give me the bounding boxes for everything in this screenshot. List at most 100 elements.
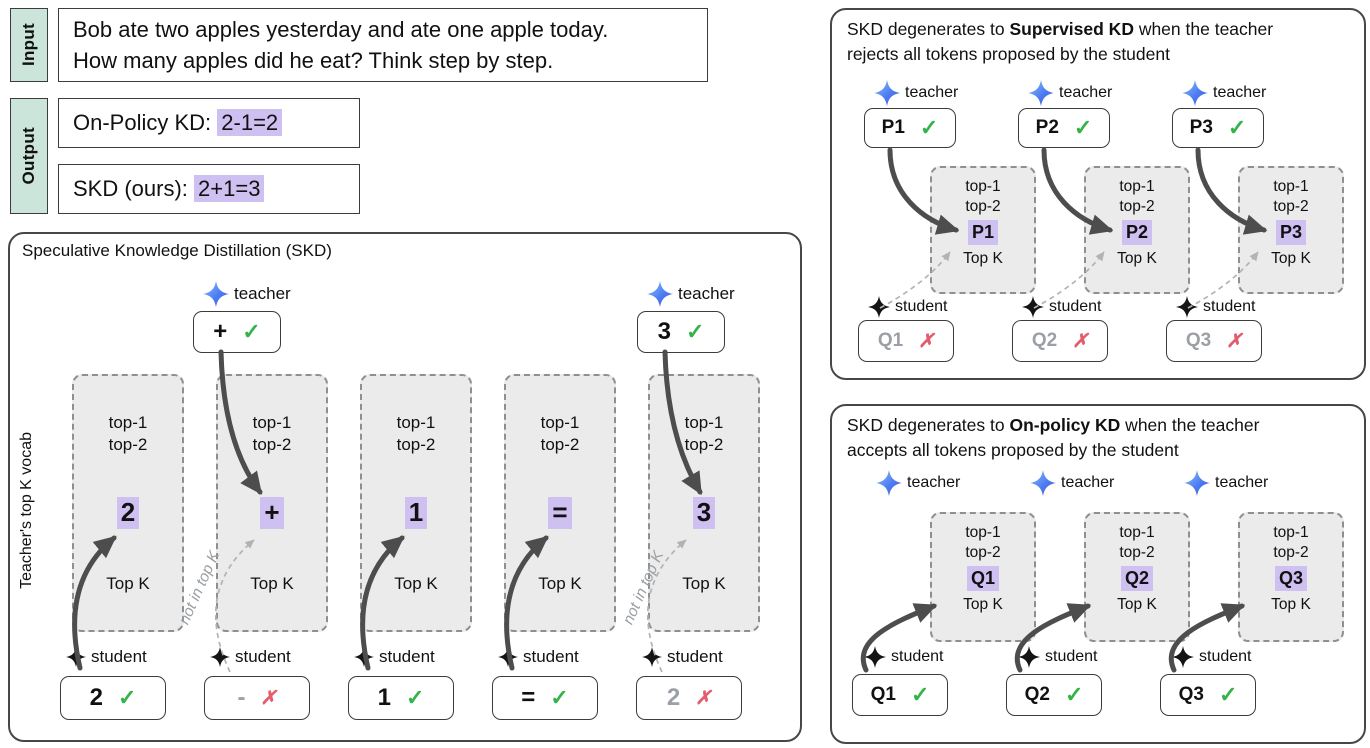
teacher-token-node-2: P2 ✓ xyxy=(1018,108,1110,148)
teacher-sparkle-icon xyxy=(1182,80,1208,106)
teacher-label: teacher xyxy=(234,284,291,303)
student-token: Q1 xyxy=(870,684,896,705)
top1-label: top-1 xyxy=(108,413,148,432)
skd-output-value: 2+1=3 xyxy=(194,175,265,202)
top2-label: top-2 xyxy=(684,435,724,455)
accept-check-icon: ✓ xyxy=(242,319,261,344)
teacher-sparkle-icon xyxy=(203,281,229,307)
title-rest: when the teacher rejects all tokens prop… xyxy=(847,19,1274,64)
side-label-wrap: Teacher's top K vocab xyxy=(14,390,40,630)
title-pre: SKD degenerates to xyxy=(847,19,1010,39)
teacher-token: P1 xyxy=(881,117,905,138)
onpolicy-kd-title: SKD degenerates to On-policy KD when the… xyxy=(847,413,1352,462)
student-token-node-1: Q1 ✗ xyxy=(858,320,954,362)
accept-check-icon: ✓ xyxy=(1218,682,1238,707)
teacher-sparkle-icon xyxy=(874,80,900,106)
title-bold: On-policy KD xyxy=(1009,415,1121,435)
teacher-label: teacher xyxy=(1215,474,1269,491)
topk-label: Top K xyxy=(538,573,582,593)
teacher-token: + xyxy=(213,318,228,345)
top1-label: top-1 xyxy=(1273,524,1309,541)
teacher-node-label: teacher xyxy=(1182,80,1266,106)
onpolicy-output-text: On-Policy KD: 2-1=2 xyxy=(73,109,283,136)
student-node-label: student xyxy=(354,647,435,667)
top1-label: top-1 xyxy=(965,178,1001,195)
selected-token: P1 xyxy=(967,220,999,245)
top2-label: top-2 xyxy=(965,544,1001,562)
selected-token: 2 xyxy=(116,496,140,529)
selected-token: 3 xyxy=(692,496,716,529)
teacher-node-label: teacher xyxy=(647,281,735,307)
student-node-label: student xyxy=(210,647,291,667)
student-label: student xyxy=(523,647,579,666)
topk-label: Top K xyxy=(963,595,1003,613)
student-sparkle-icon xyxy=(498,647,518,667)
student-label: student xyxy=(235,647,291,666)
top1-label: top-1 xyxy=(1273,178,1309,195)
student-token: - xyxy=(237,684,246,711)
reject-cross-icon: ✗ xyxy=(1072,330,1089,352)
vocab-box-3: top-1 top-2 1 Top K xyxy=(360,374,472,632)
student-node-label: student xyxy=(1172,646,1251,668)
topk-label: Top K xyxy=(1271,595,1311,613)
topk-label: Top K xyxy=(1271,249,1311,267)
teacher-node-label: teacher xyxy=(876,470,960,496)
teacher-token-node-3: P3 ✓ xyxy=(1172,108,1264,148)
student-sparkle-icon xyxy=(864,646,886,668)
teacher-node-label: teacher xyxy=(1184,470,1268,496)
selected-token: P2 xyxy=(1121,220,1153,245)
teacher-sparkle-icon xyxy=(1030,470,1056,496)
student-label: student xyxy=(91,647,147,666)
top1-label: top-1 xyxy=(965,524,1001,541)
student-token-node-2: Q2 ✓ xyxy=(1006,674,1102,716)
reject-cross-icon: ✗ xyxy=(1226,330,1243,352)
onpolicy-output-prefix: On-Policy KD: xyxy=(73,110,218,135)
vocab-box-1: top-1 top-2 2 Top K xyxy=(72,374,184,632)
student-node-label: student xyxy=(864,646,943,668)
student-token-node-3: Q3 ✓ xyxy=(1160,674,1256,716)
student-sparkle-icon xyxy=(642,647,662,667)
student-sparkle-icon xyxy=(1018,646,1040,668)
top2-label: top-2 xyxy=(1273,198,1309,216)
topk-label: Top K xyxy=(1117,595,1157,613)
teacher-label: teacher xyxy=(1059,84,1113,101)
accept-check-icon: ✓ xyxy=(910,682,930,707)
teacher-label: teacher xyxy=(678,284,735,303)
student-token: Q3 xyxy=(1178,684,1204,705)
student-token-node-2: - ✗ xyxy=(204,676,310,720)
topk-label: Top K xyxy=(1117,249,1157,267)
student-node-label: student xyxy=(1022,296,1101,318)
onpolicy-output-value: 2-1=2 xyxy=(217,109,283,136)
topk-label: Top K xyxy=(963,249,1003,267)
top2-label: top-2 xyxy=(1273,544,1309,562)
selected-token: P3 xyxy=(1275,220,1307,245)
top1-label: top-1 xyxy=(1119,178,1155,195)
top1-label: top-1 xyxy=(396,413,436,432)
student-token-node-4: = ✓ xyxy=(492,676,598,720)
teacher-sparkle-icon xyxy=(1184,470,1210,496)
student-node-label: student xyxy=(1176,296,1255,318)
vocab-box-onp-1: top-1 top-2 Q1 Top K xyxy=(930,512,1036,642)
student-token: Q2 xyxy=(1024,684,1050,705)
student-label: student xyxy=(895,298,948,315)
student-token-node-5: 2 ✗ xyxy=(636,676,742,720)
student-label: student xyxy=(379,647,435,666)
vocab-box-sup-3: top-1 top-2 P3 Top K xyxy=(1238,166,1344,294)
student-sparkle-icon xyxy=(66,647,86,667)
accept-check-icon: ✓ xyxy=(1064,682,1084,707)
teacher-node-label: teacher xyxy=(203,281,291,307)
top1-label: top-1 xyxy=(540,413,580,432)
selected-token: 1 xyxy=(404,496,428,529)
top2-label: top-2 xyxy=(540,435,580,455)
input-text-box: Bob ate two apples yesterday and ate one… xyxy=(58,8,708,82)
student-sparkle-icon xyxy=(1022,296,1044,318)
student-node-label: student xyxy=(868,296,947,318)
student-token: 1 xyxy=(377,684,391,711)
student-sparkle-icon xyxy=(1176,296,1198,318)
teacher-sparkle-icon xyxy=(1028,80,1054,106)
teacher-node-label: teacher xyxy=(874,80,958,106)
reject-cross-icon: ✗ xyxy=(918,330,935,352)
accept-check-icon: ✓ xyxy=(685,319,705,344)
top1-label: top-1 xyxy=(1119,524,1155,541)
